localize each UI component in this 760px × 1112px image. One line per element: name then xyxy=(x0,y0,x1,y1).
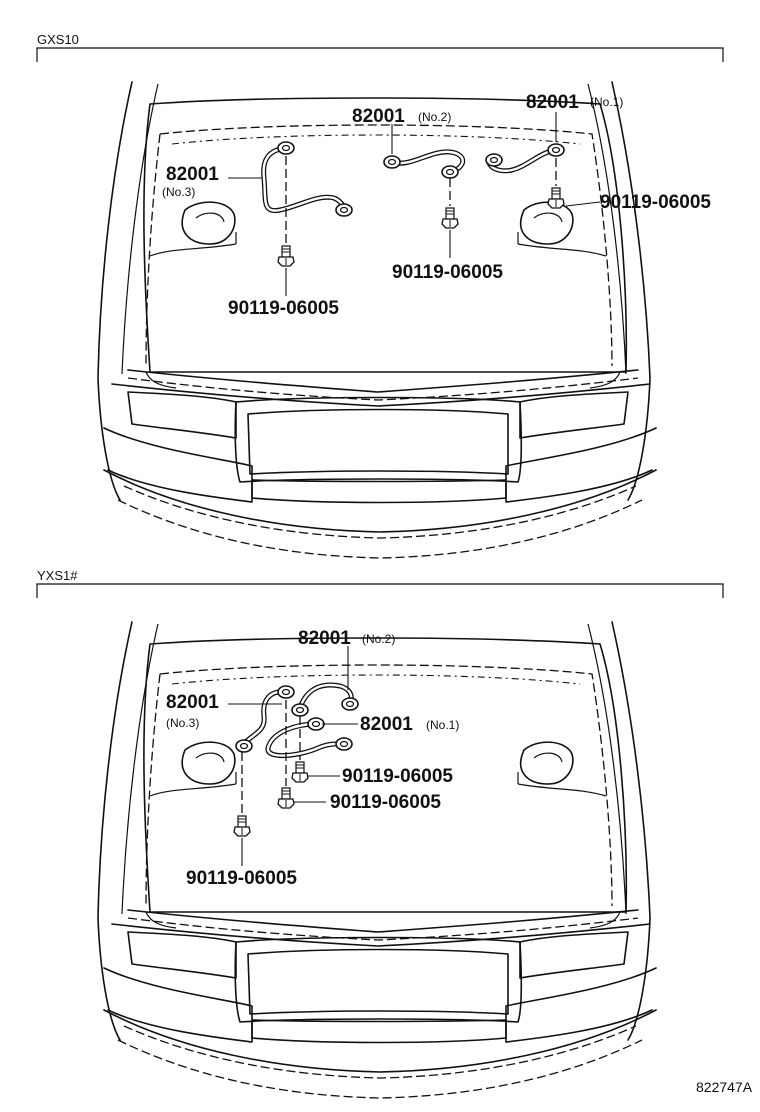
part-label: 90119-06005 xyxy=(330,792,441,813)
part-label: 82001 xyxy=(166,692,219,713)
bolt-upper xyxy=(291,761,309,783)
bolt-center xyxy=(441,207,459,229)
ground-wire-no1 xyxy=(485,143,565,174)
vehicle-front-outline xyxy=(97,81,657,559)
part-sublabel: (No.3) xyxy=(166,716,199,730)
part-sublabel: (No.2) xyxy=(418,110,451,124)
ground-wire-no3 xyxy=(261,141,353,217)
part-label: 90119-06005 xyxy=(186,868,297,889)
bolt-lower xyxy=(233,815,251,837)
part-label: 90119-06005 xyxy=(600,192,711,213)
ground-wire-no2 xyxy=(291,682,359,717)
section-bracket xyxy=(36,47,724,62)
section-yxs1: YXS1# xyxy=(36,568,724,1099)
ground-wire-no3 xyxy=(235,685,295,753)
part-label: 82001 xyxy=(526,92,579,113)
section-title: YXS1# xyxy=(37,568,78,583)
bolt-left xyxy=(277,245,295,267)
part-sublabel: (No.1) xyxy=(426,718,459,732)
part-label: 82001 xyxy=(352,106,405,127)
part-sublabel: (No.2) xyxy=(362,632,395,646)
section-bracket xyxy=(36,583,724,598)
part-label: 82001 xyxy=(360,714,413,735)
bolt-right xyxy=(547,187,565,209)
section-title: GXS10 xyxy=(37,32,79,47)
part-label: 90119-06005 xyxy=(228,298,339,319)
part-sublabel: (No.3) xyxy=(162,185,195,199)
part-label: 90119-06005 xyxy=(392,262,503,283)
part-label: 90119-06005 xyxy=(342,766,453,787)
part-label: 82001 xyxy=(298,628,351,649)
part-sublabel: (No.1) xyxy=(590,95,623,109)
part-label: 82001 xyxy=(166,164,219,185)
ground-wire-no2 xyxy=(383,149,466,179)
figure-reference: 822747A xyxy=(696,1079,753,1095)
section-gxs10: GXS10 xyxy=(36,32,724,559)
bolt-middle xyxy=(277,787,295,809)
